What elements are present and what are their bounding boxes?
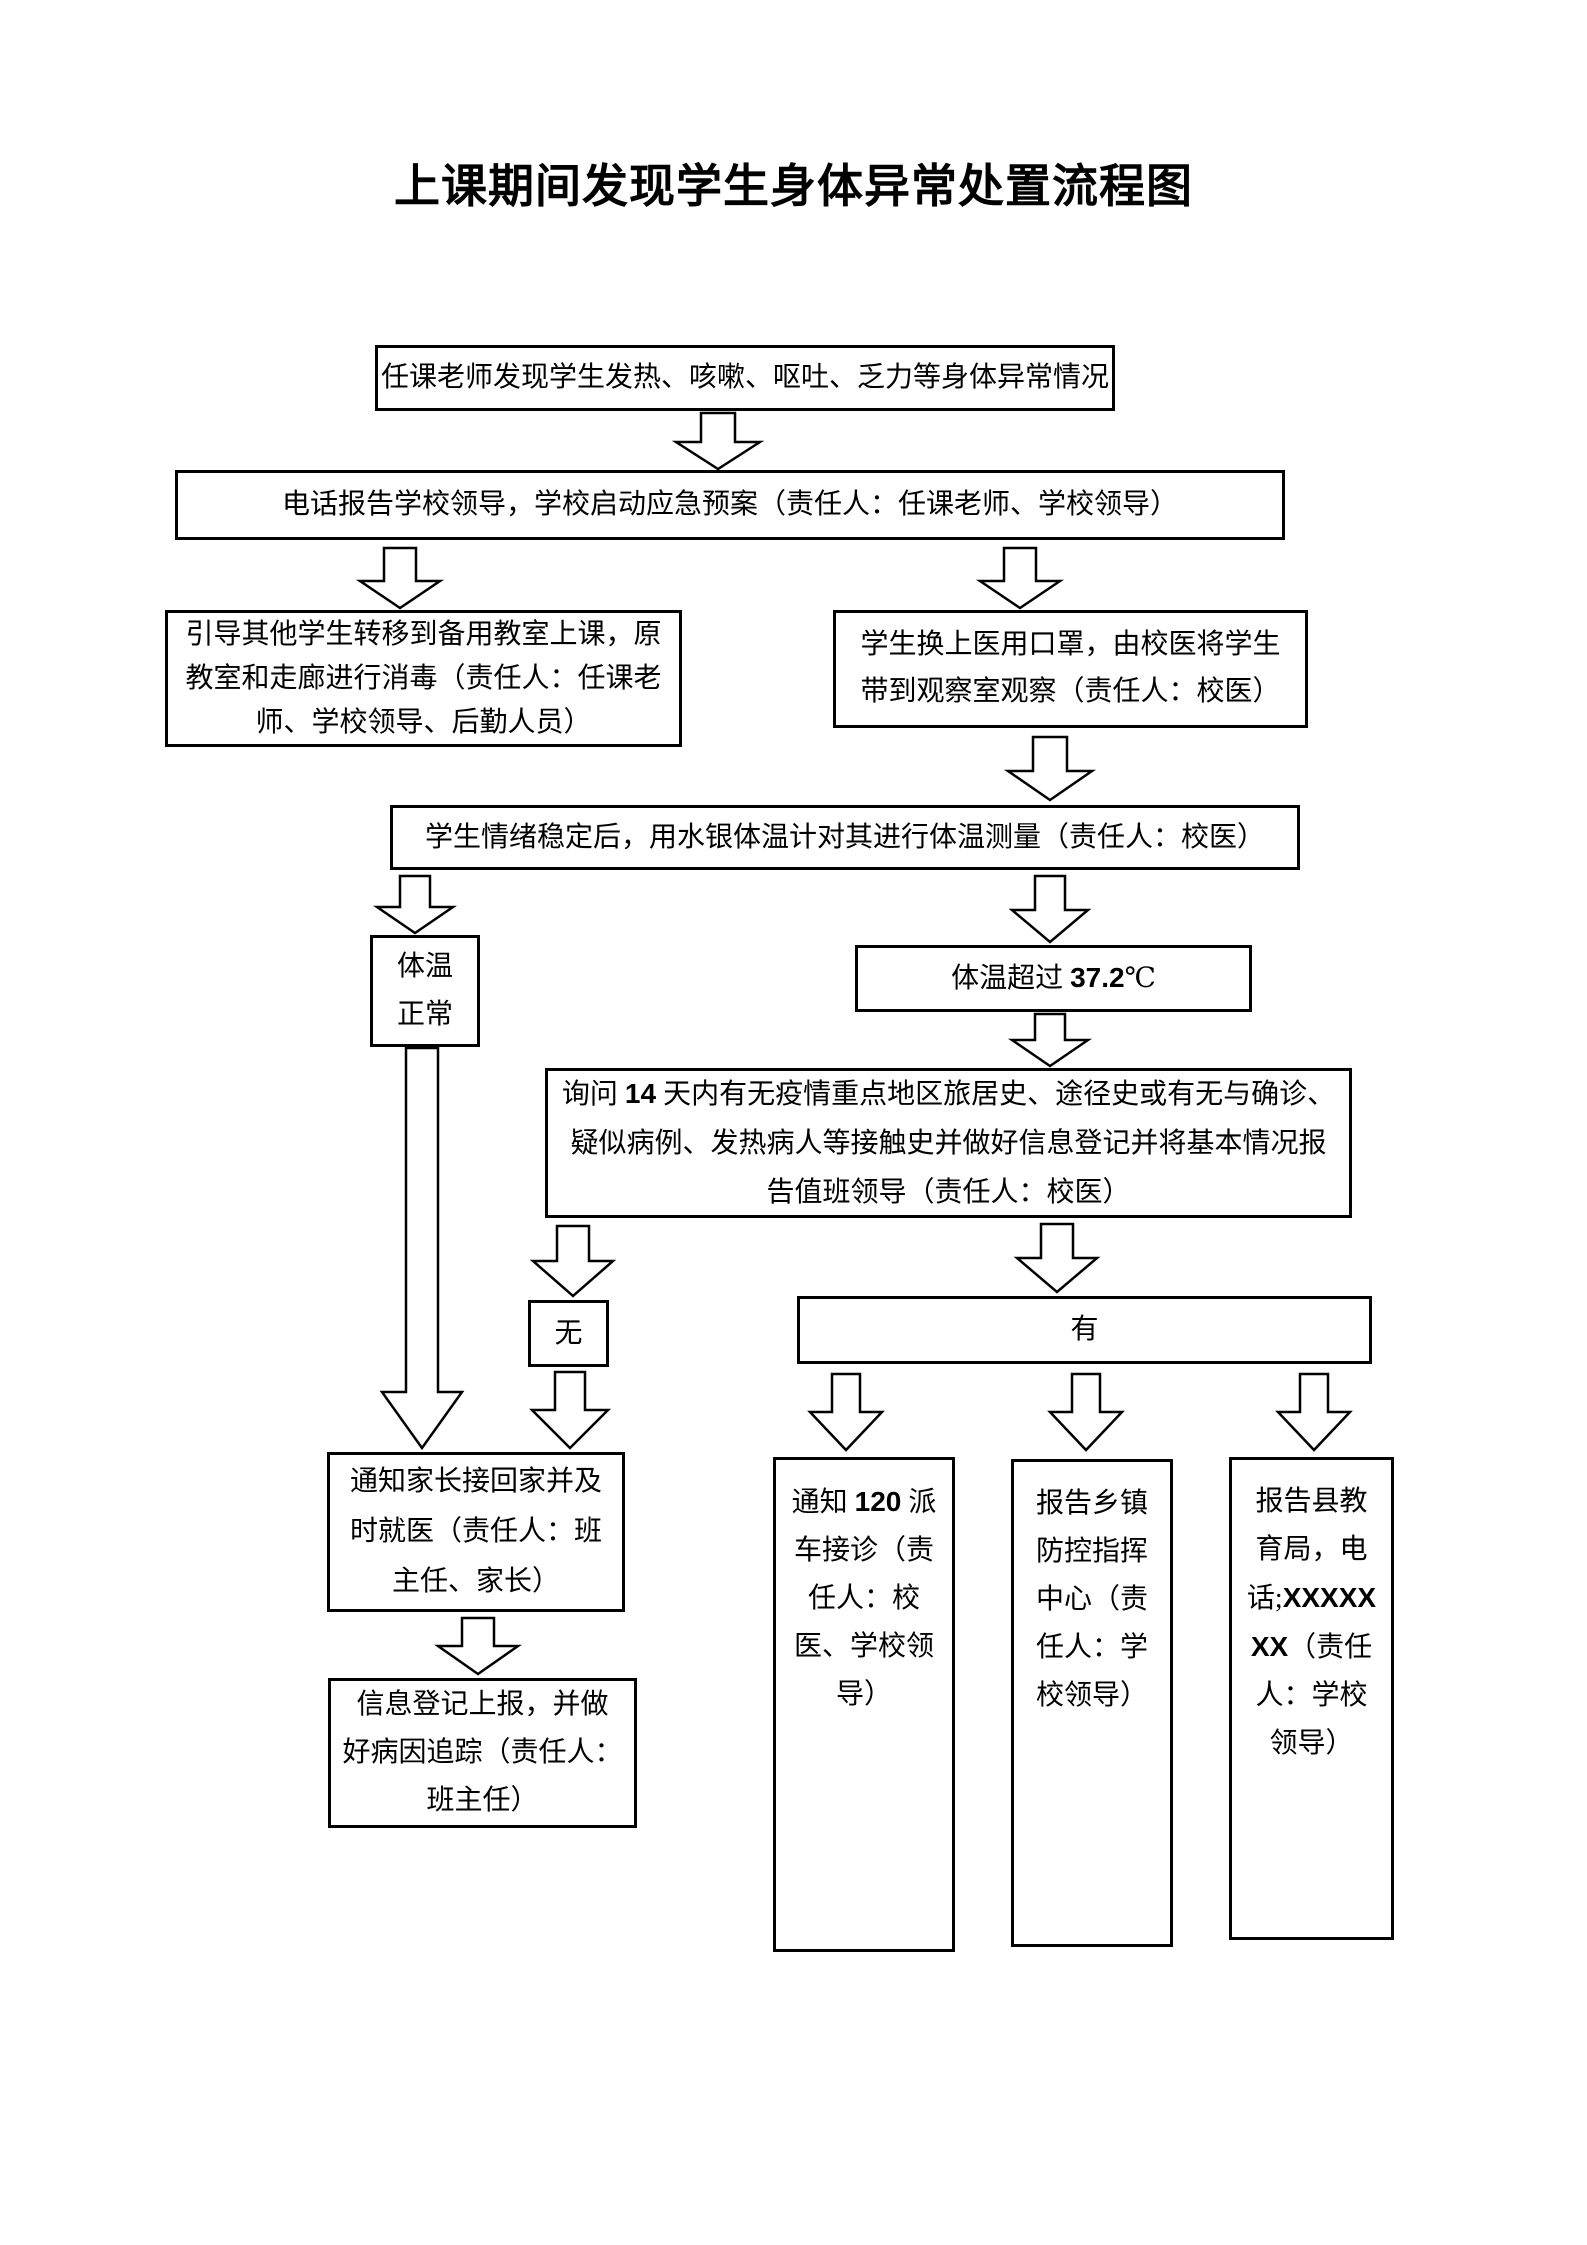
down-arrow-icon xyxy=(1008,874,1092,944)
text-line: 正常 xyxy=(396,999,453,1030)
text-line: 任课老师发现学生发热、咳嗽、呕吐、乏力等身体异常情况 xyxy=(380,362,1109,393)
down-arrow-icon xyxy=(975,546,1065,610)
text-segment: （责任 xyxy=(1288,1632,1373,1663)
down-arrow-icon xyxy=(1013,1222,1101,1294)
text-line: 疑似病例、发热病人等接触史并做好信息登记并将基本情况报 xyxy=(570,1128,1327,1159)
text-line: 告值班领导（责任人：校医） xyxy=(766,1177,1131,1208)
down-arrow-icon xyxy=(1275,1372,1353,1452)
node-measure-temperature: 学生情绪稳定后，用水银体温计对其进行体温测量（责任人：校医） xyxy=(390,805,1300,870)
text-line: 话;XXXXX xyxy=(1232,1574,1391,1623)
node-transfer-students-disinfect: 引导其他学生转移到备用教室上课，原 教室和走廊进行消毒（责任人：任课老 师、学校… xyxy=(165,610,682,747)
node-temperature-normal: 体温 正常 xyxy=(370,935,480,1047)
text-line: 校领导） xyxy=(1035,1680,1148,1711)
node-report-school-leaders: 电话报告学校领导，学校启动应急预案（责任人：任课老师、学校领导） xyxy=(175,470,1285,540)
text-line: 师、学校领导、后勤人员） xyxy=(255,706,592,738)
text-line: 学生换上医用口罩，由校医将学生 xyxy=(860,629,1281,660)
text-segment: ℃ xyxy=(1124,963,1156,994)
text-line: 通知家长接回家并及 xyxy=(349,1466,602,1497)
node-register-report-trace: 信息登记上报，并做 好病因追踪（责任人： 班主任） xyxy=(328,1678,637,1828)
text-segment: 话; xyxy=(1246,1583,1283,1614)
text-line: 体温 xyxy=(396,951,453,982)
days-value: 14 xyxy=(624,1078,657,1109)
phone-placeholder: XXXXX xyxy=(1282,1582,1377,1613)
text-line: 教室和走廊进行消毒（责任人：任课老 xyxy=(185,662,662,694)
text-line: 防控指挥 xyxy=(1035,1536,1148,1567)
phone-120: 120 xyxy=(854,1486,902,1517)
down-arrow-icon xyxy=(355,546,445,610)
down-arrow-icon xyxy=(1007,1012,1093,1068)
down-arrow-icon xyxy=(1047,1372,1125,1452)
text-line: 有 xyxy=(1070,1314,1099,1345)
text-segment: 天内有无疫情重点地区旅居史、途径史或有无与确诊、 xyxy=(656,1079,1336,1110)
text-line: 主任、家长） xyxy=(391,1566,560,1597)
down-arrow-icon xyxy=(528,1370,612,1450)
text-line: 中心（责 xyxy=(1035,1584,1148,1615)
text-line: 任人：学 xyxy=(1035,1632,1148,1663)
node-mask-observation-room: 学生换上医用口罩，由校医将学生 带到观察室观察（责任人：校医） xyxy=(833,610,1308,728)
node-report-county-education-bureau: 报告县教 育局，电 话;XXXXX XX（责任 人：学校 领导） xyxy=(1229,1457,1394,1940)
text-line: 导） xyxy=(835,1679,892,1710)
text-line: 领导） xyxy=(1269,1728,1354,1759)
text-line: 人：学校 xyxy=(1255,1680,1368,1711)
node-inquiry-14-days-history: 询问 14 天内有无疫情重点地区旅居史、途径史或有无与确诊、 疑似病例、发热病人… xyxy=(545,1068,1352,1218)
node-branch-yes: 有 xyxy=(797,1296,1372,1364)
text-line: 无 xyxy=(554,1317,583,1349)
down-arrow-long-icon xyxy=(379,1046,465,1451)
down-arrow-icon xyxy=(671,411,765,471)
node-notify-parents: 通知家长接回家并及 时就医（责任人：班 主任、家长） xyxy=(327,1452,625,1612)
text-line: XX（责任 xyxy=(1232,1623,1391,1672)
text-line: 好病因追踪（责任人： xyxy=(342,1737,623,1768)
text-line: 班主任） xyxy=(426,1785,539,1816)
phone-placeholder: XX xyxy=(1250,1631,1289,1662)
text-line: 信息登记上报，并做 xyxy=(356,1689,609,1720)
text-line: 时就医（责任人：班 xyxy=(349,1516,602,1547)
text-line: 引导其他学生转移到备用教室上课，原 xyxy=(185,618,662,650)
node-report-town-command-center: 报告乡镇 防控指挥 中心（责 任人：学 校领导） xyxy=(1011,1459,1173,1947)
text-segment: 询问 xyxy=(561,1079,625,1110)
down-arrow-icon xyxy=(807,1372,885,1452)
text-line: 体温超过 37.2℃ xyxy=(858,955,1249,1002)
text-line: 通知 120 派 xyxy=(776,1478,952,1527)
text-line: 带到观察室观察（责任人：校医） xyxy=(860,676,1281,707)
node-branch-no: 无 xyxy=(528,1300,609,1367)
node-discover-symptoms: 任课老师发现学生发热、咳嗽、呕吐、乏力等身体异常情况 xyxy=(375,345,1115,411)
text-line: 车接诊（责 xyxy=(793,1535,934,1566)
down-arrow-icon xyxy=(434,1616,522,1676)
text-segment: 通知 xyxy=(791,1487,855,1518)
text-line: 学生情绪稳定后，用水银体温计对其进行体温测量（责任人：校医） xyxy=(424,821,1265,853)
page-title: 上课期间发现学生身体异常处置流程图 xyxy=(394,160,1193,212)
down-arrow-icon xyxy=(1003,735,1097,802)
text-line: 报告县教 xyxy=(1255,1486,1368,1517)
temperature-value: 37.2 xyxy=(1070,962,1125,993)
text-line: 询问 14 天内有无疫情重点地区旅居史、途径史或有无与确诊、 xyxy=(548,1069,1349,1119)
text-segment: 派 xyxy=(901,1487,937,1518)
node-temperature-over-37-2: 体温超过 37.2℃ xyxy=(855,945,1252,1012)
down-arrow-icon xyxy=(529,1224,617,1298)
text-segment: 体温超过 xyxy=(951,963,1071,994)
text-line: 报告乡镇 xyxy=(1035,1488,1148,1519)
text-line: 育局，电 xyxy=(1255,1534,1368,1565)
text-line: 任人：校 xyxy=(807,1583,920,1614)
text-line: 电话报告学校领导，学校启动应急预案（责任人：任课老师、学校领导） xyxy=(281,489,1178,520)
node-call-120: 通知 120 派 车接诊（责 任人：校 医、学校领 导） xyxy=(773,1457,955,1952)
text-line: 医、学校领 xyxy=(793,1631,934,1662)
down-arrow-icon xyxy=(372,874,458,935)
